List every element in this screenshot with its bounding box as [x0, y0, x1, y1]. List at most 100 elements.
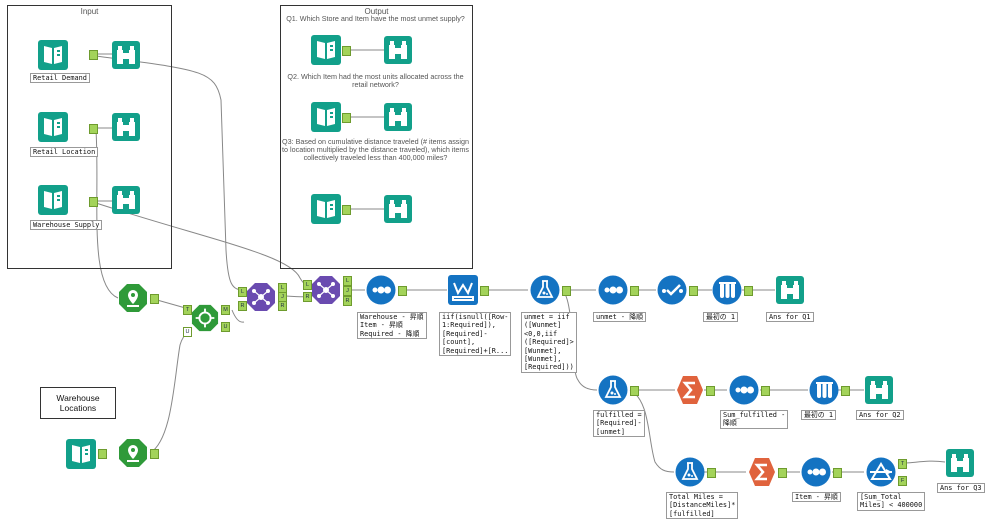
output-anchor[interactable]	[706, 386, 715, 396]
output-anchor[interactable]	[630, 386, 639, 396]
note-text: Warehouse Locations	[56, 393, 100, 413]
ans-q1-label: Ans for Q1	[766, 312, 814, 323]
browse-ans-q1[interactable]	[776, 273, 804, 307]
output-anchor[interactable]	[744, 286, 753, 296]
output-anchor[interactable]	[841, 386, 850, 396]
output-anchor[interactable]	[761, 386, 770, 396]
select-tool[interactable]	[657, 275, 687, 305]
output-anchor[interactable]	[689, 286, 698, 296]
false-anchor[interactable]: F	[898, 476, 907, 486]
output-anchor[interactable]	[778, 468, 787, 478]
output-anchor[interactable]	[342, 46, 351, 56]
sum-fulfilled-sort-label: Sum_fulfilled - 降順	[720, 410, 789, 429]
retail-location-input-tool[interactable]	[38, 110, 68, 144]
retail-demand-input-tool[interactable]	[38, 38, 68, 72]
warehouse-supply-label: Warehouse Supply	[30, 220, 103, 231]
output-anchor[interactable]	[342, 113, 351, 123]
multi-row-formula-label: iif(isnull([Row- 1:Required]), [Required…	[439, 312, 512, 357]
sort-tool-unmet[interactable]	[598, 275, 628, 305]
summarize-icon	[749, 458, 775, 486]
output-anchor[interactable]	[89, 124, 98, 134]
filter-icon	[866, 457, 896, 487]
join-tool-2[interactable]	[311, 275, 341, 305]
summarize-tool-2[interactable]	[748, 457, 776, 487]
sample-tool-1[interactable]	[712, 275, 742, 305]
output-anchor[interactable]	[562, 286, 571, 296]
output-anchor[interactable]	[833, 468, 842, 478]
left-anchor[interactable]: L	[238, 287, 247, 297]
item-sort-label: Item - 昇順	[792, 492, 841, 503]
create-points-tool[interactable]	[118, 283, 148, 313]
warehouse-supply-input-tool[interactable]	[38, 183, 68, 217]
unmatched-anchor[interactable]: U	[221, 322, 230, 332]
warehouse-locations-input-tool[interactable]	[66, 437, 96, 471]
output-anchor[interactable]	[150, 449, 159, 459]
filter-tool[interactable]	[866, 457, 896, 487]
formula-tool-fulfilled[interactable]	[598, 375, 628, 405]
sort-tool-sum-fulfilled[interactable]	[729, 375, 759, 405]
sort-tool-1[interactable]	[366, 275, 396, 305]
output-book-3[interactable]	[311, 192, 341, 226]
browse-tool[interactable]	[384, 192, 412, 226]
browse-ans-q3[interactable]	[946, 446, 974, 480]
right-output-anchor[interactable]: R	[343, 296, 352, 306]
book-icon	[311, 194, 341, 224]
universe-anchor[interactable]: U	[183, 327, 192, 337]
join-icon	[247, 283, 275, 311]
right-output-anchor[interactable]: R	[278, 301, 287, 311]
join-tool-1[interactable]	[246, 282, 276, 312]
browse-tool[interactable]	[112, 38, 140, 72]
output-anchor[interactable]	[630, 286, 639, 296]
output-anchor[interactable]	[89, 50, 98, 60]
join-output-anchor[interactable]: J	[343, 286, 352, 296]
output-anchor[interactable]	[150, 294, 159, 304]
left-output-anchor[interactable]: L	[343, 276, 352, 286]
sample-tool-2[interactable]	[809, 375, 839, 405]
browse-tool[interactable]	[384, 100, 412, 134]
sort-1-label: Warehouse - 昇順 Item - 昇順 Required - 降順	[357, 312, 427, 340]
browse-tool[interactable]	[384, 33, 412, 67]
output-anchor[interactable]	[342, 205, 351, 215]
output-container[interactable]: Output	[280, 5, 473, 269]
book-icon	[311, 102, 341, 132]
output-anchor[interactable]	[707, 468, 716, 478]
output-anchor[interactable]	[398, 286, 407, 296]
create-points-tool-2[interactable]	[118, 438, 148, 468]
filter-label: [Sum_Total Miles] < 400000	[857, 492, 926, 511]
target-anchor[interactable]: T	[183, 305, 192, 315]
sort-icon	[598, 275, 628, 305]
spatial-match-tool[interactable]	[191, 304, 219, 332]
match-anchor[interactable]: M	[221, 305, 230, 315]
output-book-1[interactable]	[311, 33, 341, 67]
sort-tool-item[interactable]	[801, 457, 831, 487]
pin-icon	[119, 439, 147, 467]
output-anchor[interactable]	[480, 286, 489, 296]
question-2: Q2. Which Item had the most units alloca…	[287, 72, 464, 89]
first-2-label: 最初の 1	[801, 410, 836, 421]
browse-ans-q2[interactable]	[865, 373, 893, 407]
left-anchor[interactable]: L	[303, 280, 312, 290]
formula-tool-1[interactable]	[530, 275, 560, 305]
true-anchor[interactable]: T	[898, 459, 907, 469]
book-icon	[38, 40, 68, 70]
warehouse-locations-note[interactable]: Warehouse Locations	[40, 387, 116, 419]
output-book-2[interactable]	[311, 100, 341, 134]
summarize-tool-1[interactable]	[676, 375, 704, 405]
pin-icon	[119, 284, 147, 312]
browse-tool[interactable]	[112, 110, 140, 144]
binoculars-icon	[384, 36, 412, 64]
right-anchor[interactable]: R	[238, 301, 247, 311]
right-anchor[interactable]: R	[303, 292, 312, 302]
formula-tool-total-miles[interactable]	[675, 457, 705, 487]
sort-icon	[366, 275, 396, 305]
summarize-icon	[677, 376, 703, 404]
multi-row-formula-tool[interactable]	[448, 275, 478, 305]
input-container[interactable]: Input	[7, 5, 172, 269]
browse-tool[interactable]	[112, 183, 140, 217]
output-container-title: Output	[364, 7, 389, 16]
retail-location-label: Retail Location	[30, 147, 99, 158]
join-icon	[312, 276, 340, 304]
output-anchor[interactable]	[89, 197, 98, 207]
output-anchor[interactable]	[98, 449, 107, 459]
